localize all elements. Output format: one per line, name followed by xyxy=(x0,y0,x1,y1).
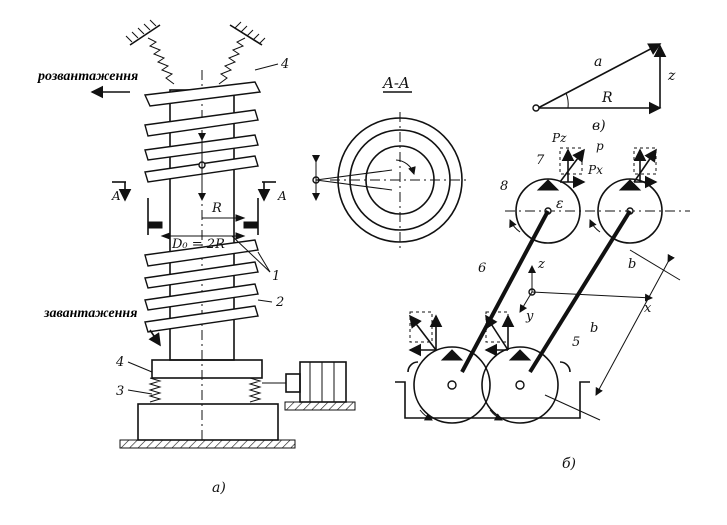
label-num-4-bottom: 4 xyxy=(115,355,124,370)
label-section-mark-left: A xyxy=(111,189,121,203)
label-force-px: Px xyxy=(587,163,603,177)
label-num-1: 1 xyxy=(272,269,280,284)
label-unloading: розвантаження xyxy=(37,69,138,84)
section-mark-left xyxy=(112,181,132,202)
label-axis-z: z xyxy=(537,257,545,272)
spring-bottom-left xyxy=(148,377,162,403)
lower-roller-right xyxy=(481,346,559,424)
leader-1b xyxy=(257,251,271,273)
label-vec-z: z xyxy=(667,68,676,84)
upper-roller-right xyxy=(597,178,663,244)
leader-4-bottom xyxy=(127,361,153,373)
spring-bottom-right xyxy=(248,377,262,403)
label-num-2: 2 xyxy=(275,295,284,310)
cardan-shaft-right xyxy=(528,209,632,374)
floor xyxy=(119,439,296,449)
label-part-b: б) xyxy=(562,456,576,472)
label-dim-b-upper: b xyxy=(628,257,636,272)
lower-roller-left xyxy=(413,346,491,424)
label-eps: ε xyxy=(556,196,564,212)
label-num-7: 7 xyxy=(536,153,545,168)
leader-2 xyxy=(257,299,273,303)
label-num-6: 6 xyxy=(478,261,486,276)
ceiling-support-left xyxy=(125,19,161,46)
label-axis-x: x xyxy=(644,301,652,316)
label-radius: R xyxy=(211,201,222,216)
spring-top-left xyxy=(147,37,175,85)
force-set-upper xyxy=(559,147,658,189)
label-axis-y: y xyxy=(525,309,534,324)
vibrator-frame xyxy=(151,359,263,379)
label-vec-r: R xyxy=(601,90,613,106)
cardan-shaft-left xyxy=(460,210,550,373)
label-dim-b-lower: b xyxy=(590,321,598,336)
leader-4-top xyxy=(254,63,279,71)
section-mark-right xyxy=(257,181,276,202)
leader-1a xyxy=(231,235,271,273)
label-vec-a: a xyxy=(594,54,602,70)
label-diameter: D₀ = 2R xyxy=(171,237,225,252)
section-a-a-view xyxy=(312,91,470,250)
force-set-lower xyxy=(408,311,515,357)
base-plinth xyxy=(137,403,279,441)
spring-top-right xyxy=(218,37,246,85)
label-force-pz: Pz xyxy=(551,131,567,145)
conveyor-view-a xyxy=(90,19,356,449)
label-part-a: а) xyxy=(212,480,226,496)
drive-scheme-b xyxy=(395,147,690,424)
electric-motor xyxy=(262,361,356,411)
label-num-4-top: 4 xyxy=(280,57,289,72)
label-force-p: p xyxy=(596,139,604,153)
label-num-3: 3 xyxy=(116,384,124,399)
label-loading: завантаження xyxy=(43,306,137,321)
vector-triangle-v xyxy=(532,43,667,115)
cutaway-section xyxy=(147,133,259,240)
ceiling-support-right xyxy=(229,21,266,46)
spiral-trough xyxy=(143,81,262,333)
label-num-8: 8 xyxy=(500,179,508,194)
label-section-mark-right: A xyxy=(277,189,287,203)
loading-arrow xyxy=(148,329,161,347)
leader-3 xyxy=(127,389,153,395)
label-part-v: в) xyxy=(592,118,606,134)
label-num-5: 5 xyxy=(572,335,580,350)
label-section-aa: A-A xyxy=(381,74,410,92)
